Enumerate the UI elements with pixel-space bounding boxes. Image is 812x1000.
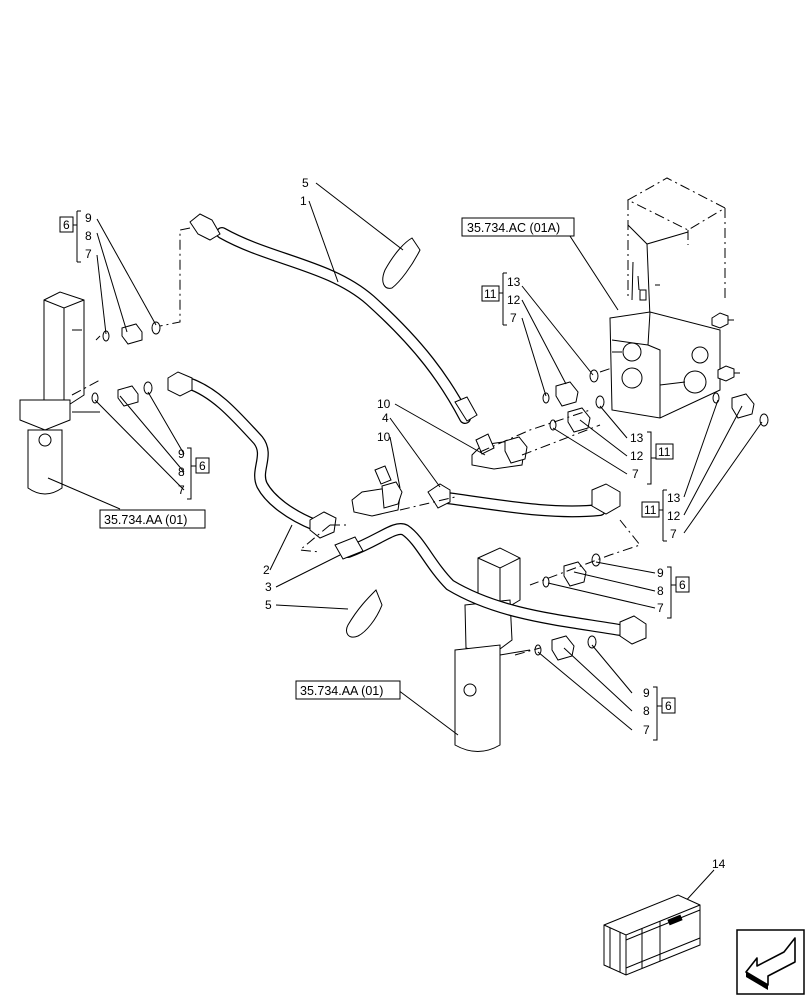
adapters-valve-upper <box>542 369 599 407</box>
group-item: 7 <box>670 527 677 541</box>
hose-1 <box>189 213 478 424</box>
group-item: 13 <box>507 275 521 289</box>
group-item: 7 <box>510 311 517 325</box>
adapters-mid-left <box>91 381 153 407</box>
tee-fitting-lower <box>351 465 403 517</box>
callout-1: 1 <box>300 194 307 208</box>
group-item: 12 <box>507 293 521 307</box>
callout-2: 2 <box>263 563 270 577</box>
callout-numbers: 5 1 10 4 10 2 3 5 14 <box>263 176 726 871</box>
callout-10-lower: 10 <box>377 430 391 444</box>
clip-bottom <box>345 589 383 638</box>
group-item: 8 <box>178 465 185 479</box>
adapters-valve-middle <box>549 395 605 433</box>
group-top-left: 6 9 8 7 <box>59 210 92 263</box>
ref-cylinder-left[interactable]: 35.734.AA (01) <box>99 509 206 529</box>
group-box-label: 11 <box>644 503 657 517</box>
hose-4 <box>427 483 621 518</box>
arrow-down-left-icon[interactable] <box>736 929 805 995</box>
cylinder-left <box>19 291 101 495</box>
group-item: 9 <box>85 211 92 225</box>
svg-text:35.734.AC (01A): 35.734.AC (01A) <box>467 221 560 235</box>
callout-10-upper: 10 <box>377 397 391 411</box>
group-valve-right: 11 13 12 7 <box>641 489 681 542</box>
group-valve-middle: 13 12 7 11 <box>630 431 674 485</box>
group-box-label: 11 <box>658 445 671 459</box>
hose-2 <box>167 371 337 539</box>
ref-cylinder-bottom[interactable]: 35.734.AA (01) <box>295 680 401 700</box>
group-item: 12 <box>667 509 681 523</box>
group-valve-top: 11 13 12 7 <box>481 272 521 326</box>
group-mid-left: 9 8 7 6 <box>178 447 210 500</box>
leader-lines <box>47 182 763 906</box>
group-item: 13 <box>667 491 681 505</box>
callout-14: 14 <box>712 857 726 871</box>
adapters-top-left <box>102 321 161 345</box>
cylinder-bottom <box>454 547 531 752</box>
callout-4: 4 <box>382 411 389 425</box>
adapters-right-lower <box>534 635 597 661</box>
adapters-right-upper <box>542 553 601 588</box>
group-right-upper: 9 8 7 6 <box>657 566 690 619</box>
group-box-label: 6 <box>679 578 686 592</box>
group-item: 8 <box>85 229 92 243</box>
group-item: 7 <box>657 601 664 615</box>
group-item: 8 <box>657 584 664 598</box>
group-item: 7 <box>178 483 185 497</box>
center-lines <box>95 227 641 656</box>
ref-valve-block[interactable]: 35.734.AC (01A) <box>461 217 575 237</box>
group-item: 12 <box>630 449 644 463</box>
group-item: 7 <box>643 723 650 737</box>
group-item: 9 <box>178 447 185 461</box>
callout-5-bottom: 5 <box>265 598 272 612</box>
hose-3 <box>334 523 647 645</box>
group-item: 9 <box>643 686 650 700</box>
callout-3: 3 <box>265 580 272 594</box>
group-item: 13 <box>630 431 644 445</box>
clip-top <box>382 237 421 289</box>
group-item: 8 <box>643 704 650 718</box>
group-item: 7 <box>85 247 92 261</box>
svg-text:35.734.AA (01): 35.734.AA (01) <box>300 684 383 698</box>
group-box-label: 6 <box>665 699 672 713</box>
tee-fitting-upper <box>471 433 528 470</box>
group-right-lower: 9 8 7 6 <box>643 686 676 741</box>
group-item: 7 <box>632 467 639 481</box>
group-box-label: 11 <box>484 287 497 301</box>
group-item: 9 <box>657 566 664 580</box>
valve-block <box>609 177 740 419</box>
shipping-crate-icon <box>603 894 701 976</box>
callout-5-top: 5 <box>302 176 309 190</box>
group-box-label: 6 <box>63 218 70 232</box>
svg-text:35.734.AA (01): 35.734.AA (01) <box>104 513 187 527</box>
group-box-label: 6 <box>199 459 206 473</box>
